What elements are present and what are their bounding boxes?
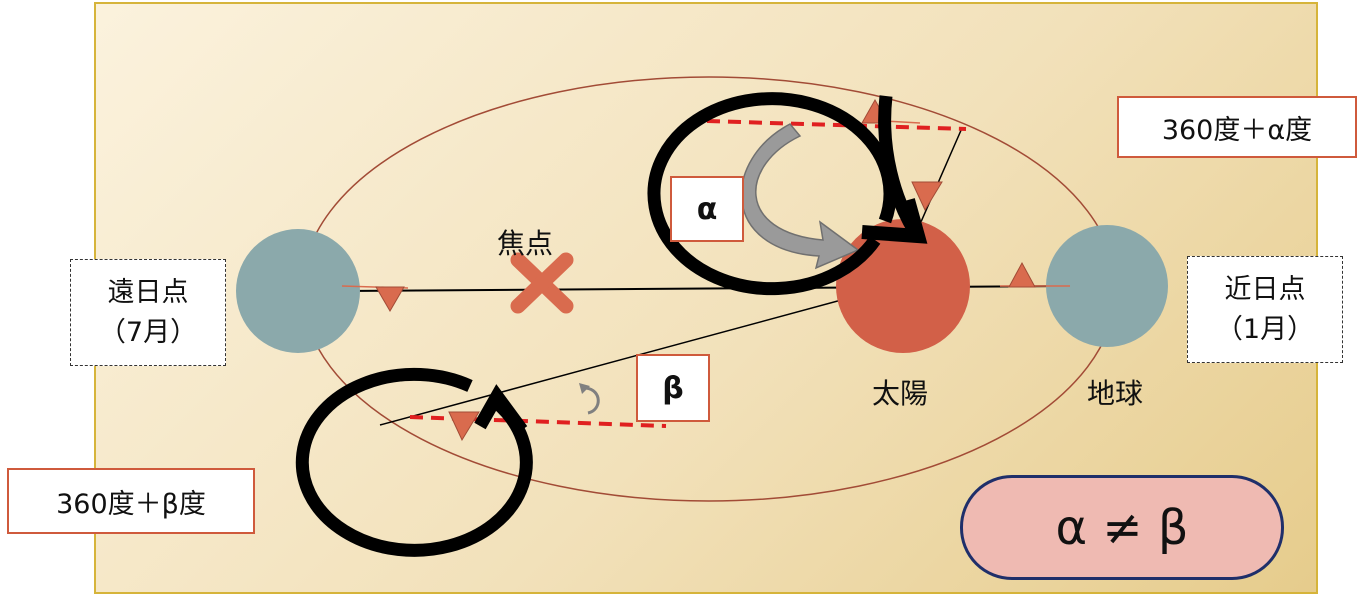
- angle-alpha-label: α: [696, 191, 718, 227]
- earth-aphelion-planet: [236, 229, 360, 353]
- rotation-alpha-box: 360度＋α度: [1117, 96, 1357, 158]
- triangle-icon: [375, 286, 405, 312]
- earth-label: 地球: [1087, 377, 1144, 410]
- angle-alpha-box: α: [670, 176, 744, 242]
- inequality-box: α ≠ β: [960, 475, 1284, 580]
- alpha-reference-dashed-line: [706, 119, 967, 131]
- cross-icon: [510, 252, 574, 314]
- circular-arrow-icon: [295, 367, 533, 557]
- circular-arrow-icon: [647, 92, 897, 296]
- perihelion-name: 近日点: [1224, 273, 1306, 305]
- perihelion-month: （1月）: [1215, 313, 1315, 345]
- beta-small-curved-arrow-icon: [585, 386, 600, 415]
- angle-beta-label: β: [662, 370, 684, 406]
- rotation-beta-label: 360度＋β度: [56, 488, 206, 520]
- triangle-icon: [911, 181, 943, 212]
- angle-beta-box: β: [636, 354, 710, 422]
- rotation-beta-box: 360度＋β度: [7, 468, 255, 534]
- beta-reference-dashed-line: [409, 415, 667, 428]
- triangle-icon: [448, 411, 480, 442]
- inequality-label: α ≠ β: [1055, 499, 1189, 556]
- aphelion-month: （7月）: [98, 316, 198, 348]
- sun-label: 太陽: [872, 377, 929, 410]
- perihelion-box: 近日点 （1月）: [1187, 256, 1343, 363]
- triangle-icon: [1008, 261, 1036, 288]
- rotation-alpha-label: 360度＋α度: [1161, 114, 1313, 146]
- aphelion-name: 遠日点: [107, 276, 189, 308]
- earth-perihelion-planet: [1046, 225, 1168, 347]
- alpha-curved-arrow-icon: [740, 123, 860, 270]
- focus-label: 焦点: [497, 227, 554, 260]
- aphelion-box: 遠日点 （7月）: [70, 259, 226, 366]
- beta-rotation-arrowhead-icon: [474, 384, 528, 434]
- alpha-rotation-arrowhead-icon: [861, 198, 928, 244]
- beta-small-arrowhead-icon: [579, 383, 590, 394]
